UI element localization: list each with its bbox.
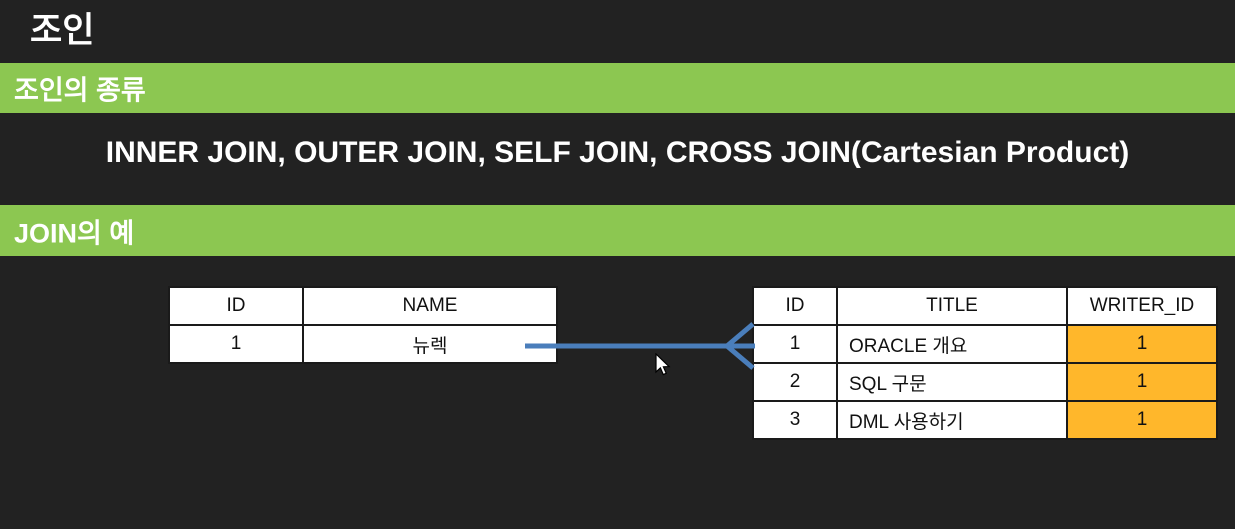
column-header-title: TITLE bbox=[836, 286, 1068, 326]
mouse-cursor-icon bbox=[655, 353, 671, 376]
cell-article-title: DML 사용하기 bbox=[836, 400, 1068, 440]
column-header-id: ID bbox=[168, 286, 304, 326]
table-row: 1 뉴렉 bbox=[168, 324, 558, 364]
section-band-join-example: JOIN의 예 bbox=[0, 205, 1235, 256]
column-header-id: ID bbox=[752, 286, 838, 326]
cell-article-title: ORACLE 개요 bbox=[836, 324, 1068, 364]
cell-article-title: SQL 구문 bbox=[836, 362, 1068, 402]
cell-article-writer-id: 1 bbox=[1066, 324, 1218, 364]
cell-member-id: 1 bbox=[168, 324, 304, 364]
cell-member-name: 뉴렉 bbox=[302, 324, 558, 364]
cell-article-id: 3 bbox=[752, 400, 838, 440]
cell-article-writer-id: 1 bbox=[1066, 400, 1218, 440]
cell-article-writer-id: 1 bbox=[1066, 362, 1218, 402]
table-row: 2 SQL 구문 1 bbox=[752, 362, 1218, 402]
table-header-row: ID NAME bbox=[168, 286, 558, 326]
table-row: 1 ORACLE 개요 1 bbox=[752, 324, 1218, 364]
join-types-statement: INNER JOIN, OUTER JOIN, SELF JOIN, CROSS… bbox=[105, 136, 1130, 169]
section-band-join-kinds: 조인의 종류 bbox=[0, 63, 1235, 113]
section-band-join-kinds-label: 조인의 종류 bbox=[14, 75, 146, 106]
section-band-join-example-label: JOIN의 예 bbox=[14, 218, 135, 248]
column-header-writer-id: WRITER_ID bbox=[1066, 286, 1218, 326]
table-header-row: ID TITLE WRITER_ID bbox=[752, 286, 1218, 326]
member-table: ID NAME 1 뉴렉 bbox=[168, 286, 558, 364]
page-title: 조인 bbox=[30, 11, 95, 50]
table-row: 3 DML 사용하기 1 bbox=[752, 400, 1218, 440]
column-header-name: NAME bbox=[302, 286, 558, 326]
cell-article-id: 2 bbox=[752, 362, 838, 402]
cell-article-id: 1 bbox=[752, 324, 838, 364]
article-table: ID TITLE WRITER_ID 1 ORACLE 개요 1 2 SQL 구… bbox=[752, 286, 1218, 440]
relationship-connector-icon bbox=[525, 322, 755, 370]
